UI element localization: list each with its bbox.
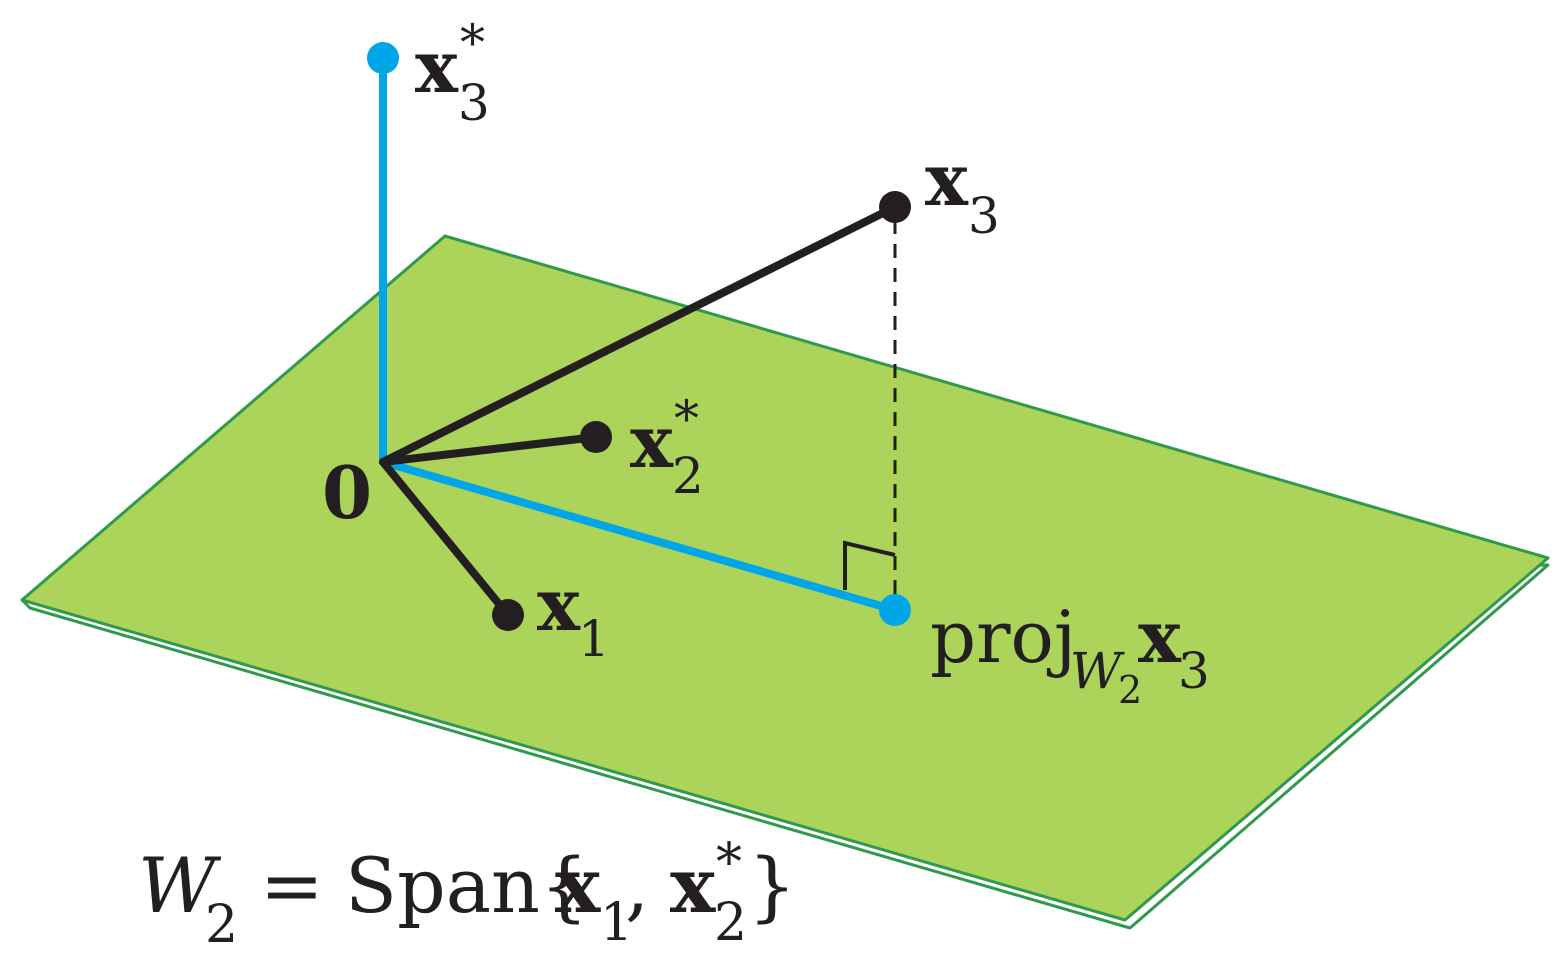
svg-text:proj: proj (930, 595, 1076, 679)
svg-text:x: x (537, 562, 581, 647)
svg-text:*: * (716, 833, 742, 893)
svg-text:2: 2 (714, 893, 747, 953)
caption-span-definition: W 2 = Span{ x 1 , x * 2 } (138, 833, 796, 955)
svg-text:3: 3 (458, 74, 490, 132)
vector-x2-star (379, 433, 600, 466)
label-origin: 0 (322, 450, 372, 535)
svg-text:2: 2 (205, 895, 238, 955)
vector-x1 (379, 458, 512, 619)
label-x2-star: x * 2 (630, 390, 704, 505)
svg-text:=: = (260, 841, 324, 930)
vector-x3 (379, 203, 899, 466)
point-x1 (492, 599, 524, 631)
svg-text:2: 2 (672, 447, 704, 505)
label-x3-star: x * 3 (415, 14, 490, 132)
svg-text:}: } (748, 841, 796, 930)
svg-text:1: 1 (600, 893, 633, 953)
svg-text:W: W (138, 841, 222, 930)
point-x2-star (580, 421, 612, 453)
svg-text:x: x (925, 137, 969, 222)
svg-text:1: 1 (578, 610, 610, 668)
svg-text:,: , (625, 841, 649, 930)
svg-text:x: x (555, 841, 601, 930)
svg-text:*: * (460, 14, 485, 72)
point-x3-star (367, 42, 399, 74)
svg-text:*: * (674, 390, 699, 448)
point-proj-w2-x3 (879, 594, 911, 626)
point-x3 (879, 191, 911, 223)
svg-text:x: x (1138, 594, 1182, 679)
label-x1: x 1 (537, 562, 610, 668)
svg-text:3: 3 (968, 187, 1000, 245)
svg-text:W: W (1070, 642, 1125, 700)
vector-proj-w2-x3 (379, 458, 899, 614)
right-angle-marker (843, 540, 896, 590)
svg-text:Span{: Span{ (345, 841, 588, 930)
svg-text:x: x (670, 841, 716, 930)
svg-text:x: x (630, 399, 674, 484)
svg-text:3: 3 (1178, 642, 1210, 700)
svg-text:x: x (415, 24, 459, 109)
label-x3: x 3 (925, 137, 1000, 245)
svg-text:2: 2 (1118, 668, 1142, 712)
label-proj-w2-x3: proj W 2 x 3 (930, 594, 1210, 712)
